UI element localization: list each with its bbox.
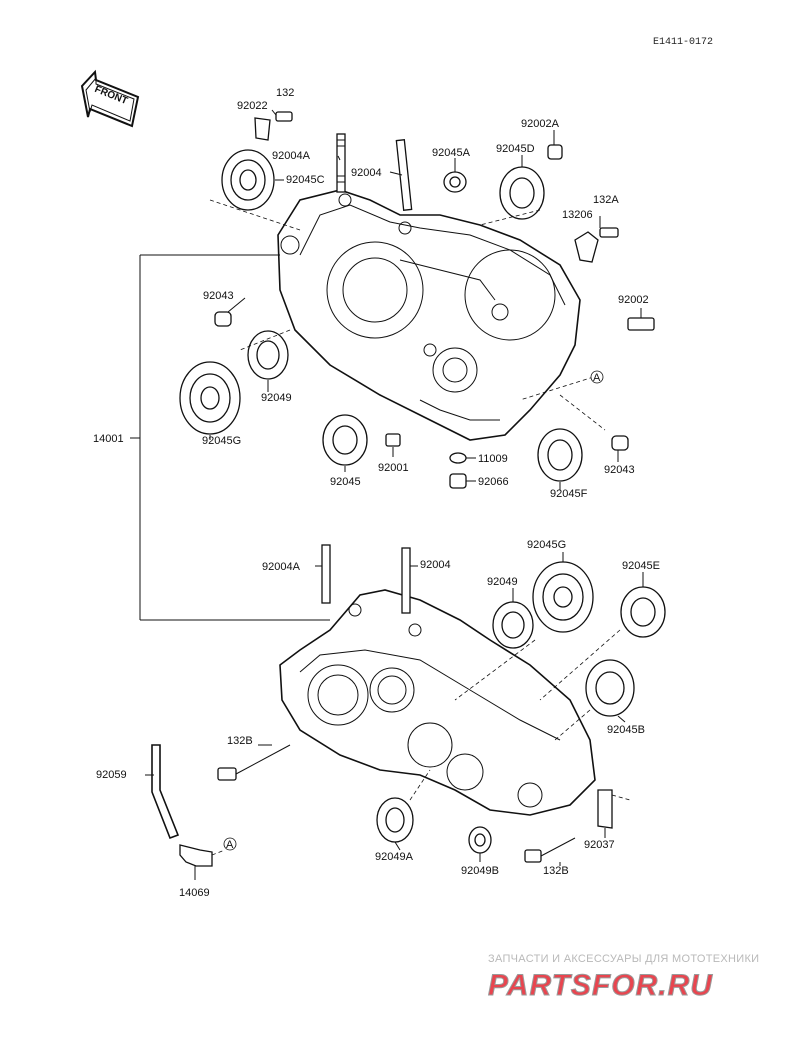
label-132: 132 xyxy=(276,87,294,99)
label-92066: 92066 xyxy=(478,476,509,488)
bearing-92045G-bottom xyxy=(532,561,594,633)
ref-marker-a-top: A xyxy=(590,370,604,384)
bearing-92045G-top xyxy=(179,361,241,435)
stud-92004A-bottom xyxy=(321,544,331,604)
label-132B-left: 132B xyxy=(227,735,253,747)
label-92045G-top: 92045G xyxy=(202,435,241,447)
label-92049-bottom: 92049 xyxy=(487,576,518,588)
label-92037: 92037 xyxy=(584,839,615,851)
label-92004A-top: 92004A xyxy=(272,150,311,162)
bearing-92045C xyxy=(221,149,275,211)
plug-92066 xyxy=(449,473,467,489)
bearing-92045 xyxy=(322,414,368,466)
bearing-92045F xyxy=(537,428,583,482)
fitting-14069 xyxy=(179,844,213,867)
label-92045F: 92045F xyxy=(550,488,588,500)
label-92059: 92059 xyxy=(96,769,127,781)
ref-a-bottom-label: A xyxy=(226,839,234,851)
lower-crankcase xyxy=(279,589,596,816)
plug-92002 xyxy=(627,317,655,331)
label-13206: 13206 xyxy=(562,209,593,221)
assembly-bracket-14001 xyxy=(130,254,330,621)
label-92045: 92045 xyxy=(330,476,361,488)
stud-92004A-top xyxy=(336,133,346,193)
label-14001: 14001 xyxy=(93,433,124,445)
bearing-92045B xyxy=(585,659,635,717)
label-132A: 132A xyxy=(593,194,619,206)
label-92049A: 92049A xyxy=(375,851,414,863)
label-92002A: 92002A xyxy=(521,118,560,130)
bearing-92045D xyxy=(499,166,545,220)
gasket-11009 xyxy=(449,452,467,464)
front-arrow-icon: FRONT xyxy=(80,69,140,128)
label-92022: 92022 xyxy=(237,100,268,112)
seal-92049-top xyxy=(247,330,289,380)
label-92004-bottom: 92004 xyxy=(420,559,451,571)
ref-marker-a-bottom: A xyxy=(223,837,237,851)
label-14069: 14069 xyxy=(179,887,210,899)
bearing-92045E xyxy=(620,586,666,638)
label-92049B: 92049B xyxy=(461,865,499,877)
bracket-92022 xyxy=(254,117,271,141)
bolt-132B-right xyxy=(524,837,576,863)
label-92045G-bottom: 92045G xyxy=(527,539,566,551)
label-92004-top: 92004 xyxy=(351,167,382,179)
watermark-brand: PARTSFOR.RU xyxy=(488,969,713,1002)
bracket-13206 xyxy=(574,231,599,263)
label-92045E: 92045E xyxy=(622,560,660,572)
diagram-code: E1411-0172 xyxy=(653,37,713,48)
label-92045B: 92045B xyxy=(607,724,645,736)
bolt-132B-left xyxy=(217,744,291,781)
bolt-132 xyxy=(275,111,293,122)
seal-92049-bottom xyxy=(492,601,534,649)
label-92002: 92002 xyxy=(618,294,649,306)
dowel-92043-left xyxy=(214,311,232,327)
stud-92004-top xyxy=(395,139,413,211)
bracket-92037 xyxy=(597,789,613,829)
label-92001: 92001 xyxy=(378,462,409,474)
seal-92049A xyxy=(376,797,414,843)
label-92045A: 92045A xyxy=(432,147,471,159)
ref-a-top-label: A xyxy=(593,372,601,384)
label-92049-top: 92049 xyxy=(261,392,292,404)
hose-92059 xyxy=(151,744,180,840)
label-92045D: 92045D xyxy=(496,143,535,155)
watermark: ЗАПЧАСТИ И АКСЕССУАРЫ ДЛЯ МОТОТЕХНИКИ PA… xyxy=(488,953,760,1003)
label-11009: 11009 xyxy=(478,453,508,465)
label-132B-right: 132B xyxy=(543,865,569,877)
stud-92004-bottom xyxy=(401,547,411,614)
seal-92045A xyxy=(443,171,467,193)
label-92045C: 92045C xyxy=(286,174,325,186)
label-92043-left: 92043 xyxy=(203,290,234,302)
plug-92002A xyxy=(547,144,563,160)
label-92043-right: 92043 xyxy=(604,464,635,476)
dowel-92043-right xyxy=(611,435,629,451)
bolt-132A xyxy=(599,227,619,238)
watermark-tagline: ЗАПЧАСТИ И АКСЕССУАРЫ ДЛЯ МОТОТЕХНИКИ xyxy=(488,953,759,965)
bolt-92001 xyxy=(385,433,401,447)
upper-crankcase xyxy=(277,189,581,441)
seal-92049B xyxy=(468,826,492,854)
label-92004A-bottom: 92004A xyxy=(262,561,301,573)
